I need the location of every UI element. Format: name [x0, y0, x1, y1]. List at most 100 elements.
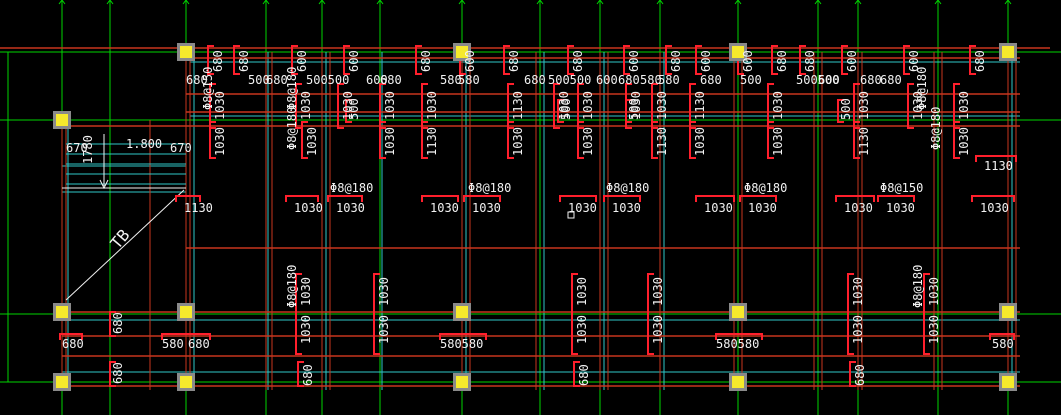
top-dimension: 680	[880, 73, 902, 87]
stair-arrow	[99, 179, 109, 190]
length-dimension: 1030	[557, 91, 571, 120]
top-dimension: 600	[627, 50, 641, 72]
rebar-spacing-label: Φ8@180	[606, 181, 649, 195]
length-dimension: 1030	[851, 277, 865, 306]
length-dimension: 1030	[430, 201, 459, 215]
rebar-bracket	[651, 121, 658, 159]
length-dimension: 1030	[980, 201, 1009, 215]
top-dimension: 680	[186, 73, 208, 87]
stair-dimension-text: 670	[170, 141, 192, 155]
lower-dimension: 680	[853, 364, 867, 386]
rebar-bracket	[109, 311, 116, 337]
axis-arrow	[1004, 0, 1012, 5]
rebar-bracket	[835, 195, 875, 202]
length-dimension: 1030	[771, 91, 785, 120]
length-dimension: 1030	[336, 201, 365, 215]
column	[180, 306, 192, 318]
rebar-bracket	[689, 83, 696, 129]
rebar-bracket	[853, 121, 860, 159]
rebar-bracket	[771, 45, 778, 75]
axis-arrow	[734, 0, 742, 5]
rebar-spacing-label: Φ8@180	[468, 181, 511, 195]
length-dimension: 1030	[305, 127, 319, 156]
length-dimension: 1130	[984, 159, 1013, 173]
length-dimension: 500	[347, 98, 361, 120]
length-dimension: 1030	[581, 91, 595, 120]
column	[1002, 376, 1014, 388]
top-dimension: 600	[366, 73, 388, 87]
axis-arrow	[458, 0, 466, 5]
column	[56, 376, 68, 388]
top-dimension: 600	[596, 73, 618, 87]
rebar-bracket	[463, 195, 501, 202]
rebar-bracket	[379, 121, 386, 159]
lower-dimension: 580580	[716, 337, 759, 351]
length-dimension: 1030	[629, 91, 643, 120]
length-dimension: 1030	[299, 91, 313, 120]
length-dimension: 1030	[693, 127, 707, 156]
top-dimension: 680	[618, 73, 640, 87]
top-dimension: 680	[775, 50, 789, 72]
top-dimension: 680	[380, 73, 402, 87]
length-dimension: 1030	[612, 201, 641, 215]
top-dimension: 680	[419, 50, 433, 72]
rebar-bracket	[421, 83, 428, 129]
rebar-bracket	[327, 195, 363, 202]
cursor-square	[567, 211, 575, 219]
column	[732, 46, 744, 58]
top-dimension: 680	[973, 50, 987, 72]
rebar-bracket	[373, 273, 380, 355]
column	[456, 376, 468, 388]
rebar-spacing-label: Φ8@180	[915, 67, 929, 110]
top-dimension: 600	[295, 50, 309, 72]
top-dimension: 680	[211, 50, 225, 72]
rebar-spacing-label: Φ8@150	[880, 181, 923, 195]
rebar-spacing-label: Φ8@180	[285, 67, 299, 110]
length-dimension: 1130	[425, 127, 439, 156]
length-dimension: 500	[839, 98, 853, 120]
lower-dimension: 580580	[440, 337, 483, 351]
rebar-bracket	[337, 83, 344, 129]
top-dimension: 680	[860, 73, 882, 87]
rebar-spacing-label: Φ8@180	[285, 265, 299, 308]
length-dimension: 1030	[294, 201, 323, 215]
lower-dimension: 680	[62, 337, 84, 351]
length-dimension: 1130	[511, 91, 525, 120]
rebar-bracket	[975, 155, 1017, 162]
stair-dimension-text: 670	[66, 141, 88, 155]
length-dimension: 1130	[655, 127, 669, 156]
column	[456, 46, 468, 58]
rebar-bracket	[379, 83, 386, 129]
rebar-bracket	[59, 333, 83, 340]
column	[180, 376, 192, 388]
rebar-bracket	[567, 45, 574, 75]
top-dimension: 680	[266, 73, 288, 87]
length-dimension: 1130	[184, 201, 213, 215]
lower-dimension: 680	[301, 364, 315, 386]
length-dimension: 1030	[377, 277, 391, 306]
rebar-bracket	[603, 195, 641, 202]
rebar-bracket	[907, 83, 914, 129]
rebar-bracket	[971, 195, 1015, 202]
length-dimension: 1030	[299, 315, 313, 344]
rebar-bracket	[969, 45, 976, 75]
rebar-spacing-label: Φ8@150	[201, 67, 215, 110]
axis-arrow	[106, 0, 114, 5]
rebar-bracket	[209, 83, 216, 129]
rebar-bracket	[343, 45, 350, 75]
rebar-bracket	[557, 99, 564, 123]
rebar-bracket	[651, 83, 658, 129]
length-dimension: 1030	[213, 91, 227, 120]
rebar-bracket	[923, 273, 930, 355]
rebar-bracket	[161, 333, 211, 340]
top-dimension: 580	[458, 73, 480, 87]
rebar-bracket	[989, 333, 1015, 340]
top-dimension: 580	[658, 73, 680, 87]
lower-dimension: 580	[992, 337, 1014, 351]
rebar-bracket	[421, 121, 428, 159]
rebar-bracket	[285, 195, 319, 202]
axis-arrow	[318, 0, 326, 5]
rebar-bracket	[301, 121, 308, 159]
length-dimension: 1030	[341, 91, 355, 120]
